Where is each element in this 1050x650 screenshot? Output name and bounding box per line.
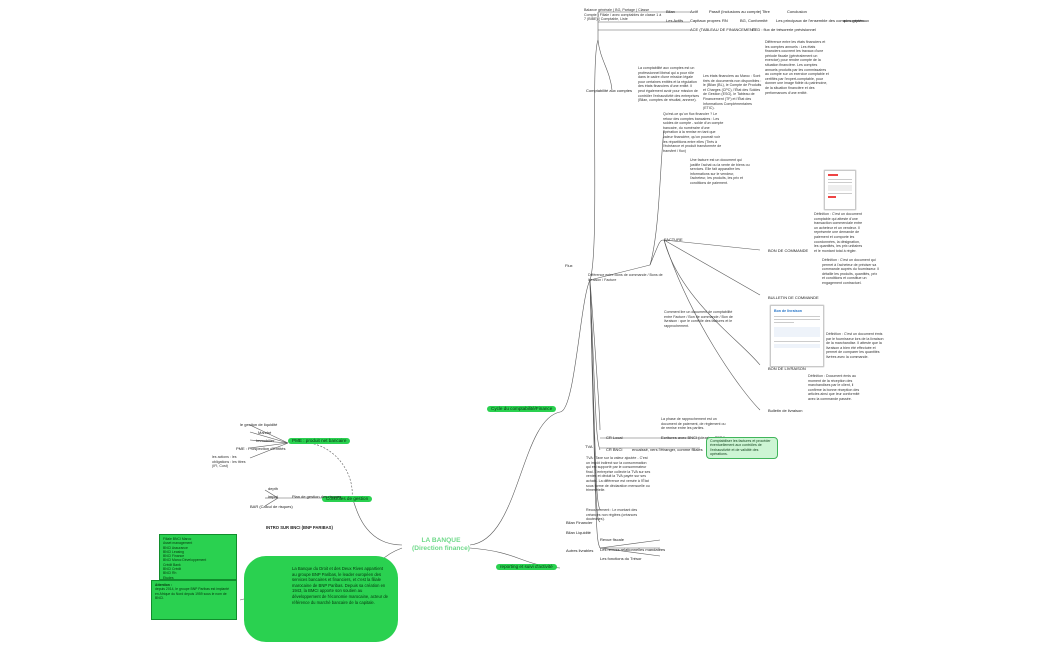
tva-desc: TVA : Taxe sur la valeur ajoutée - C'est… bbox=[586, 456, 651, 493]
row2-bg: BG, Conformité bbox=[740, 18, 768, 23]
bilan-liquidite: Bilan Liquidité bbox=[566, 530, 591, 535]
branch-reporting[interactable]: reporting et suivi d'activité bbox=[496, 564, 557, 570]
row2-comptes: au comptes bbox=[843, 18, 864, 23]
filiale-line: BNCI Finance bbox=[163, 554, 185, 559]
row1-actif: Actif bbox=[690, 9, 698, 14]
attention-title: Attention : bbox=[155, 583, 172, 587]
attention-text: depuis 2014, le groupe BNP Paribas est i… bbox=[155, 587, 230, 600]
filiale-line: BNCI Leasing bbox=[163, 549, 184, 554]
pme-item-marche: Marché bbox=[258, 430, 272, 435]
pme-item-liquidite: le gestion de liquidité bbox=[240, 422, 278, 427]
row1-bilan: Bilan bbox=[666, 9, 675, 14]
flux-label: Flux bbox=[565, 263, 573, 268]
filiale-line: Crédit Bank bbox=[163, 562, 181, 567]
row3-eed: EED : flux de trésorerie prévisionnel bbox=[752, 27, 816, 32]
cr-tag[interactable]: Comptabiliser les factures et procéder é… bbox=[706, 437, 778, 459]
central-title: LA BANQUE bbox=[421, 537, 461, 544]
branch-cycle-finance[interactable]: Cycle du comptabilité/Finance bbox=[487, 406, 557, 412]
filiale-line: Etudes bbox=[163, 575, 174, 580]
row2-rn: RN bbox=[722, 18, 728, 23]
branch-pme[interactable]: PME : produit net bancaire bbox=[288, 438, 351, 444]
bon-livraison-label: BON DE LIVRAISON bbox=[768, 366, 806, 371]
bon-reception-label: Bulletin de livraison bbox=[768, 408, 803, 413]
row3-ace: ACE (TABLEAU DE FINANCEMENT bbox=[690, 27, 756, 32]
filiale-line: BNCI Crédit bbox=[163, 567, 182, 572]
recouvrement-desc: Recouvrement : Le montant des créances n… bbox=[586, 508, 638, 522]
row2-capitaux: Capitaux propres bbox=[690, 18, 721, 23]
balance-note: Balance générale ( BG, Partage ( Classe … bbox=[584, 8, 662, 22]
filiale-line: Asset management bbox=[163, 541, 193, 546]
bon-livraison-def: Définition : C'est un document émis par … bbox=[826, 332, 884, 359]
cr-local-text: Ecritures avec BNCI (clearing SEDI) bbox=[661, 435, 726, 440]
rapprochement-desc: La phase de rapprochement est un documen… bbox=[661, 417, 726, 431]
row1-conclusion: Conclusion bbox=[787, 9, 807, 14]
row1-titre: Titre bbox=[762, 9, 770, 14]
bon-commande-label: BON DE COMMANDE bbox=[768, 248, 809, 253]
cr-bnci-text: encaissé, vers l'étranger, comme filiale… bbox=[632, 447, 703, 452]
branch-controle-gestion[interactable]: Contrôles de gestion bbox=[322, 496, 373, 502]
revue-fiscale: Revue fiscale bbox=[600, 537, 625, 542]
bon-livraison-title: Bon de livraison bbox=[774, 309, 802, 313]
etats-financiers-desc: Les états financiers au Maroc : Sont tir… bbox=[703, 74, 762, 111]
cg-item-plan: Plan de gestion des risques bbox=[292, 494, 342, 499]
bon-reception-def: Définition : Document émis au moment de … bbox=[808, 374, 860, 401]
bulletin-commande-def: Définition : C'est un document qui perme… bbox=[822, 258, 880, 285]
cg-item-bar: BAR (Calcul de risques) bbox=[250, 504, 293, 509]
intro-blob[interactable]: La Banque du Droit et des Deux Rives app… bbox=[244, 556, 398, 642]
compare-docs: Comment lire un document de comptabilité… bbox=[664, 310, 733, 328]
diff-documents: Différence entre Bons de commande / Bons… bbox=[588, 273, 663, 282]
pme-item-prospection: PME : Prospection d'Entités bbox=[236, 446, 286, 451]
autres-livrables: Autres livrables bbox=[566, 548, 594, 553]
filiale-line: Filiale BNCI Maroc bbox=[163, 537, 192, 541]
cg-item-depth: depth bbox=[268, 486, 279, 491]
facture-thumbnail bbox=[824, 170, 856, 210]
facture-label: FACTURE bbox=[664, 237, 683, 242]
facture-definition: Définition : C'est un document comptable… bbox=[814, 212, 863, 253]
difference-desc: Différence entre les états financiers et… bbox=[765, 40, 829, 95]
filiale-line: BNCI Maroc Développement bbox=[163, 558, 207, 563]
row1-passif: Passif (Inclusions au compte) bbox=[709, 9, 762, 14]
filiales-box: Filiale BNCI Maroc Asset management BNCI… bbox=[159, 534, 237, 584]
filiale-line: BNCI Assurance bbox=[163, 545, 188, 550]
comptes-desc: La comptabilité aux comptes est un profe… bbox=[638, 66, 700, 103]
fonctions-tresor: Les fonctions du Trésor bbox=[600, 556, 642, 561]
bulletin-commande-label: BULLETIN DE COMMANDE bbox=[768, 295, 819, 300]
pme-item-immobilier: Immobilier bbox=[256, 438, 275, 443]
central-topic[interactable]: LA BANQUE (Direction finance) bbox=[404, 537, 478, 553]
tva-label: TVA bbox=[585, 444, 593, 449]
cr-local-label: CR Local bbox=[606, 435, 623, 440]
cr-bnci-label: CR BNCI bbox=[606, 447, 623, 452]
central-subtitle: (Direction finance) bbox=[412, 545, 470, 552]
filiale-line: BNCI Rh bbox=[163, 571, 177, 576]
intro-title: INTRO SUR BNCI (BNP PARIBAS) bbox=[266, 525, 333, 530]
revues-relationnelles: Les revues relationnelles mandatées bbox=[600, 547, 666, 552]
cg-item-impot: impot bbox=[268, 494, 278, 499]
flux-intro: Qu'est-ce qu'un flux financier ? Le reto… bbox=[663, 112, 724, 153]
pme-item-actions: les actions : les obligations : les titr… bbox=[212, 455, 246, 469]
row2-actifs: Les Actifs bbox=[666, 18, 684, 23]
row2-principaux: Les principaux de l'ensemble des comptes… bbox=[776, 18, 870, 23]
bilan-financier: Bilan Financier bbox=[566, 520, 593, 525]
comptes-label: Comptabilité aux comptes bbox=[586, 88, 633, 93]
attention-box: Attention : depuis 2014, le groupe BNP P… bbox=[151, 580, 237, 620]
facture-desc: Une facture est un document qui justifie… bbox=[690, 158, 750, 185]
intro-blob-text: La Banque du Droit et des Deux Rives app… bbox=[292, 566, 389, 605]
bon-livraison-thumbnail: Bon de livraison bbox=[770, 305, 824, 367]
